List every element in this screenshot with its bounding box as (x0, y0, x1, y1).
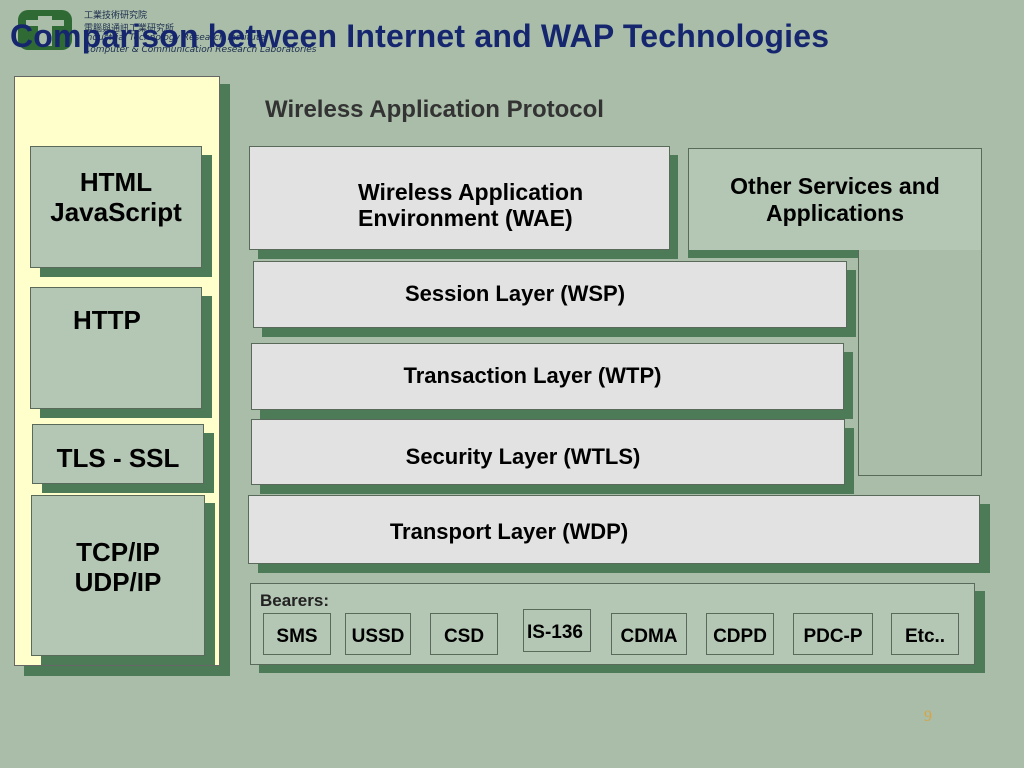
logo-text-english-1: Industrial Technology Research Institute (84, 33, 265, 43)
udp-ip-label: UDP/IP (74, 566, 162, 597)
other-services-line1: Other Services and (730, 173, 940, 200)
http-box: HTTP (30, 287, 202, 409)
bearer-etc: Etc.. (891, 613, 959, 655)
bearer-csd: CSD (430, 613, 498, 655)
other-services-box: Other Services and Applications (688, 148, 982, 250)
javascript-label: JavaScript (50, 197, 182, 227)
security-layer-box: Security Layer (WTLS) (251, 419, 845, 485)
session-layer-label: Session Layer (WSP) (404, 281, 626, 306)
transaction-layer-label: Transaction Layer (WTP) (403, 363, 662, 388)
bearer-cdpd: CDPD (706, 613, 774, 655)
security-layer-label: Security Layer (WTLS) (405, 444, 641, 469)
logo-text-chinese-2: 電腦與通訊工業研究所 (84, 24, 175, 34)
tls-ssl-box: TLS - SSL (32, 424, 204, 484)
bearers-label: Bearers: (260, 591, 329, 610)
bearer-is-136: IS-136 (523, 609, 591, 652)
transport-layer-box: Transport Layer (WDP) (248, 495, 980, 564)
html-label: HTML (79, 167, 153, 198)
other-services-column (858, 248, 982, 476)
tls-ssl-label: TLS - SSL (56, 443, 180, 474)
wae-line1: Wireless Application (358, 179, 584, 205)
wae-line2: Environment (WAE) (358, 205, 573, 232)
http-label: HTTP (73, 305, 141, 335)
logo-text-chinese-1: 工業技術研究院 (84, 11, 148, 21)
html-javascript-box: HTML JavaScript (30, 146, 202, 268)
transaction-layer-box: Transaction Layer (WTP) (251, 343, 844, 410)
bearer-cdma: CDMA (611, 613, 687, 655)
wap-heading: Wireless Application Protocol (265, 96, 604, 123)
bearer-sms: SMS (263, 613, 331, 655)
wae-box: Wireless Application Environment (WAE) (249, 146, 670, 250)
tcp-ip-label: TCP/IP (76, 536, 160, 567)
tcp-udp-box: TCP/IP UDP/IP (31, 495, 205, 656)
other-services-line2: Applications (765, 199, 904, 226)
slide-title: Comparison between Internet and WAP Tech… (10, 18, 830, 54)
bearer-ussd: USSD (345, 613, 411, 655)
bearer-pdc-p: PDC-P (793, 613, 873, 655)
page-number: 9 (924, 708, 932, 725)
itri-logo (18, 10, 72, 50)
logo-text-english-2: Computer & Communication Research Labora… (84, 45, 317, 55)
transport-layer-label: Transport Layer (WDP) (389, 519, 629, 544)
session-layer-box: Session Layer (WSP) (253, 261, 847, 328)
